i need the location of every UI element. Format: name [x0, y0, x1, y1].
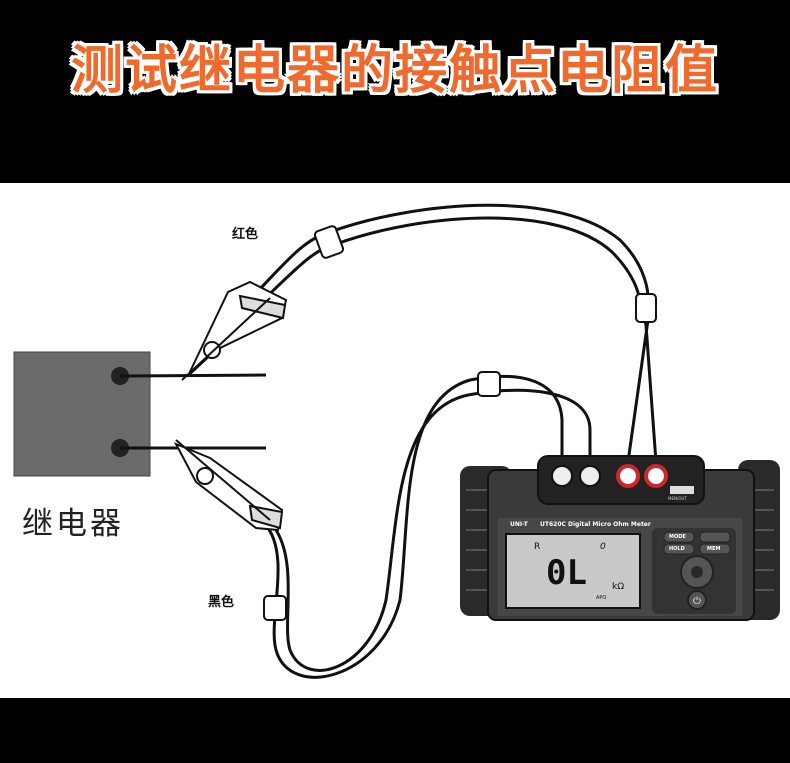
meter-terminal-3	[616, 464, 640, 488]
meter-terminal-indicator	[670, 486, 694, 494]
relay-label: 继电器	[22, 506, 124, 542]
hold-button-label[interactable]: HOLD	[669, 546, 685, 552]
mem-button-label[interactable]: MEM	[707, 546, 721, 552]
mode-button	[663, 531, 695, 543]
black-lead-cable	[266, 374, 592, 679]
lcd-apo: APO	[596, 595, 607, 601]
lcd-indicator-num: 0	[600, 542, 606, 552]
black-lead-clip-sleeve-1	[477, 371, 501, 397]
red-lead-cable	[230, 203, 658, 463]
power-icon: ⏻	[693, 596, 701, 607]
black-lead-clip-sleeve-2	[263, 595, 287, 621]
bottom-band	[0, 698, 790, 763]
hold-button	[663, 543, 695, 555]
relay-contact-wire-top	[119, 373, 267, 378]
title-band	[0, 0, 790, 183]
lcd-indicator-r: R	[534, 542, 541, 552]
backlight-button	[699, 531, 731, 543]
meter-terminal-2	[579, 465, 601, 487]
meter-lcd	[505, 533, 641, 609]
terminal-label: MEN/OUT	[668, 496, 687, 501]
ohm-meter: ⏻	[460, 455, 780, 621]
meter-model: UT620C Digital Micro Ohm Meter	[540, 521, 651, 528]
mem-button	[699, 543, 731, 555]
lcd-reading: 0L	[546, 553, 587, 593]
red-alligator-clip	[181, 280, 288, 381]
meter-terminal-4	[644, 464, 668, 488]
black-alligator-clip	[173, 439, 284, 532]
nav-center-button	[691, 566, 703, 578]
mode-button-label[interactable]: MODE	[669, 534, 686, 540]
page-title: 测试继电器的接触点电阻值	[70, 41, 719, 101]
relay-box	[13, 351, 151, 477]
black-lead-label: 黑色	[208, 595, 235, 610]
red-lead-clip-sleeve-1	[314, 225, 344, 259]
lcd-unit: kΩ	[612, 582, 625, 592]
power-button	[687, 590, 707, 610]
red-lead-label: 红色	[232, 227, 259, 242]
red-lead-clip-sleeve-2	[635, 293, 657, 323]
meter-brand: UNI-T	[510, 521, 528, 528]
meter-terminal-1	[551, 465, 573, 487]
